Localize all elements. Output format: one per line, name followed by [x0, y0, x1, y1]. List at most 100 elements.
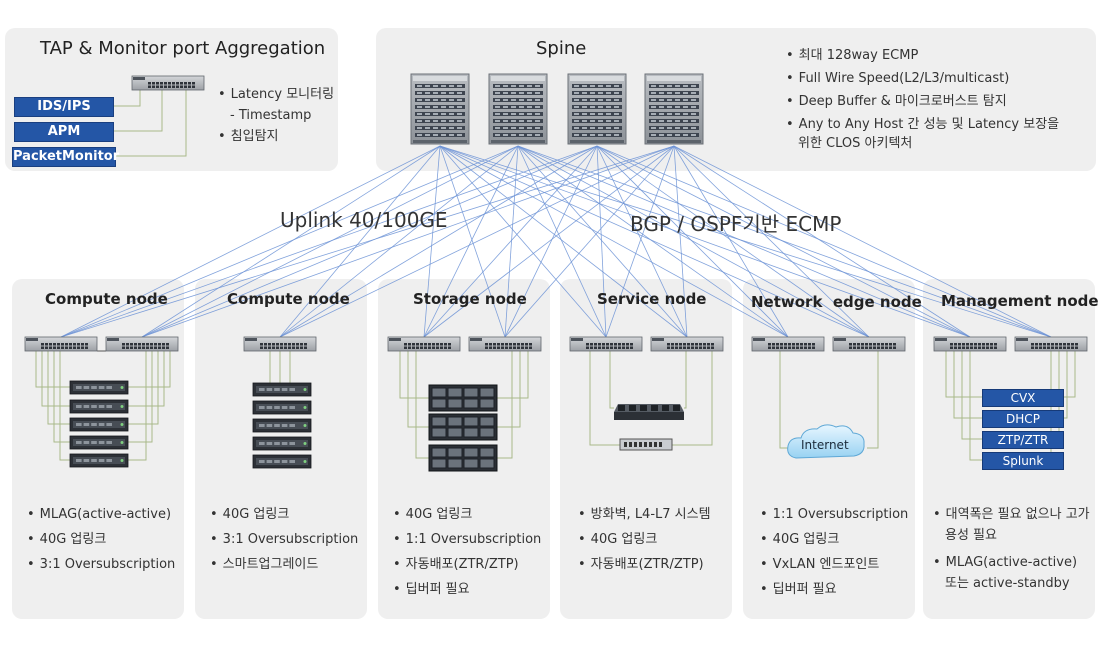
uplink-wire: [60, 145, 675, 338]
spine-bullets: 최대 128way ECMP Full Wire Speed(L2/L3/mul…: [786, 44, 1059, 152]
leaf-switch-icon: [832, 336, 906, 352]
uplink-wire: [60, 145, 598, 338]
uplink-wire: [596, 145, 607, 338]
leaf-switch-icon: [131, 75, 205, 91]
uplink-wire: [141, 145, 441, 338]
cable: [867, 351, 879, 449]
cable: [672, 351, 713, 446]
node-title-compute-2: Compute node: [227, 290, 350, 308]
cable: [961, 351, 982, 440]
uplink-wire: [439, 145, 688, 338]
cable: [953, 351, 982, 419]
cable: [128, 351, 159, 425]
dhcp-box: DHCP: [982, 410, 1064, 428]
uplink-wire: [596, 145, 789, 338]
leaf-switch-icon: [650, 336, 724, 352]
tap-cable: [115, 90, 187, 157]
node-bullets-network-edge: 1:1 Oversubscription40G 업링크VxLAN 엔드포인트딥버…: [760, 502, 909, 602]
cable: [128, 351, 153, 443]
cable: [497, 351, 529, 399]
uplink-wire: [439, 145, 789, 338]
ids-ips-button[interactable]: IDS/IPS: [14, 97, 114, 117]
uplink-wire: [504, 145, 598, 338]
ztp-ztr-box: ZTP/ZTR: [982, 431, 1064, 449]
node-panel: [923, 279, 1095, 619]
firewall-icon: [614, 404, 684, 420]
uplink-label: Uplink 40/100GE: [280, 208, 448, 232]
storage-array-icon: [428, 413, 498, 441]
uplink-wire: [673, 145, 1052, 338]
cable: [35, 351, 70, 388]
leaf-switch-icon: [387, 336, 461, 352]
server-icon: [69, 435, 129, 450]
uplink-wire: [439, 145, 1052, 338]
leaf-switch-icon: [105, 336, 179, 352]
node-bullets-compute-1: MLAG(active-active)40G 업링크3:1 Oversubscr…: [27, 502, 176, 577]
uplink-wire: [60, 145, 441, 338]
uplink-wire: [596, 145, 1052, 338]
uplink-wire: [423, 145, 675, 338]
cvx-box: CVX: [982, 389, 1064, 407]
uplink-wire: [596, 145, 870, 338]
leaf-switch-icon: [569, 336, 643, 352]
leaf-switch-icon: [1014, 336, 1088, 352]
node-bullets-service: 방화벽, L4-L7 시스템40G 업링크자동배포(ZTR/ZTP): [578, 502, 711, 577]
server-icon: [69, 417, 129, 432]
leaf-switch-icon: [24, 336, 98, 352]
cable: [969, 351, 982, 461]
cable: [415, 351, 429, 459]
cable: [47, 351, 70, 425]
server-icon: [69, 453, 129, 468]
cable: [128, 351, 165, 407]
node-bullets-storage: 40G 업링크1:1 Oversubscription자동배포(ZTR/ZTP)…: [393, 502, 542, 602]
spine-title: Spine: [536, 38, 587, 59]
uplink-wire: [423, 145, 519, 338]
tap-bullets: Latency 모니터링 - Timestamp 침입탐지: [218, 84, 334, 147]
uplink-wire: [141, 145, 519, 338]
tap-cable: [113, 90, 141, 107]
cable: [53, 351, 70, 443]
internet-label: Internet: [801, 438, 849, 452]
apm-button[interactable]: APM: [14, 122, 114, 142]
uplink-wire: [673, 145, 789, 338]
spine-switch-icon: [567, 73, 627, 145]
uplink-wire: [673, 145, 971, 338]
packet-monitor-button[interactable]: PacketMonitor: [12, 147, 119, 167]
uplink-wire: [517, 145, 971, 338]
cable: [684, 351, 687, 409]
internet-cloud-icon: [787, 424, 865, 459]
load-balancer-icon: [619, 438, 673, 451]
uplink-wire: [279, 145, 675, 338]
uplink-wire: [141, 145, 598, 338]
uplink-wire: [504, 145, 675, 338]
cable: [609, 351, 614, 409]
uplink-wire: [517, 145, 1052, 338]
node-bullets-compute-2: 40G 업링크3:1 Oversubscription스마트업그레이드: [210, 502, 359, 577]
uplink-wire: [423, 145, 598, 338]
node-title-management: Management node: [941, 292, 1099, 310]
spine-switch-icon: [488, 73, 548, 145]
cable: [128, 351, 171, 388]
spine-switch-icon: [644, 73, 704, 145]
uplink-wire: [596, 145, 688, 338]
uplink-wire: [517, 145, 789, 338]
uplink-wire: [60, 145, 519, 338]
uplink-wire: [279, 145, 519, 338]
uplink-wire: [279, 145, 441, 338]
uplink-wire: [673, 145, 870, 338]
uplink-wire: [439, 145, 971, 338]
server-icon: [252, 454, 312, 469]
uplink-wire: [439, 145, 506, 338]
routing-label: BGP / OSPF기반 ECMP: [630, 212, 842, 236]
leaf-switch-icon: [751, 336, 825, 352]
uplink-wire: [423, 145, 441, 338]
node-title-service: Service node: [597, 290, 707, 308]
leaf-switch-icon: [933, 336, 1007, 352]
leaf-switch-icon: [468, 336, 542, 352]
leaf-switch-icon: [243, 336, 317, 352]
cable: [779, 351, 790, 449]
cable: [407, 351, 429, 428]
uplink-wire: [141, 145, 675, 338]
uplink-wire: [517, 145, 870, 338]
